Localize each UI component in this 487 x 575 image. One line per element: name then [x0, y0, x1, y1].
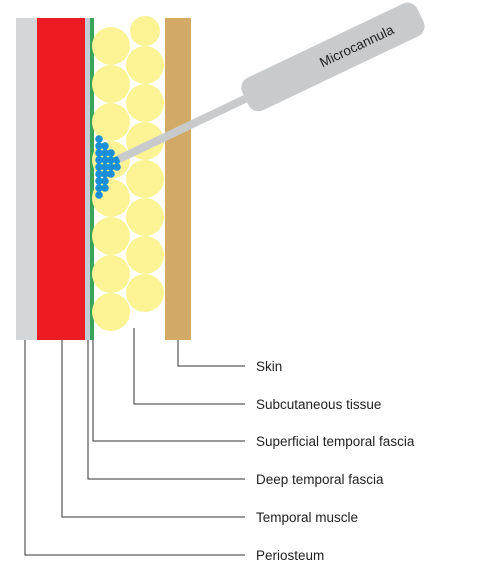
- leader-line-periosteum: [24, 340, 245, 556]
- fat-lobule: [126, 84, 164, 122]
- fat-lobule: [92, 65, 130, 103]
- deep-temporal-fascia-layer: [85, 18, 90, 340]
- fat-lobule: [92, 293, 130, 331]
- microcannula-shaft: [117, 95, 248, 163]
- fat-lobule: [92, 103, 130, 141]
- label-subcutaneous-tissue: Subcutaneous tissue: [256, 397, 381, 412]
- filler-droplet: [107, 163, 115, 171]
- filler-droplet: [95, 156, 103, 164]
- subcutaneous-fat-lobules: [92, 16, 164, 331]
- leader-line-skin: [177, 340, 245, 367]
- fat-lobule: [126, 274, 164, 312]
- temporal-muscle-layer: [37, 18, 85, 340]
- injected-filler-droplets: [95, 135, 121, 199]
- fat-lobule: [126, 198, 164, 236]
- label-skin: Skin: [256, 359, 282, 374]
- fat-lobule: [126, 236, 164, 274]
- filler-droplet: [95, 170, 103, 178]
- filler-droplet: [113, 163, 121, 171]
- filler-droplet: [95, 135, 103, 143]
- filler-droplet: [107, 156, 115, 164]
- filler-droplet: [101, 170, 109, 178]
- superficial-temporal-fascia-layer: [90, 18, 94, 340]
- fat-lobule: [92, 217, 130, 255]
- microcannula-hub: [241, 2, 425, 112]
- leader-line-superficial-fascia: [92, 340, 245, 442]
- filler-droplet: [101, 142, 109, 150]
- filler-droplet: [95, 163, 103, 171]
- filler-droplet: [95, 177, 103, 185]
- label-deep-temporal-fascia: Deep temporal fascia: [256, 472, 384, 487]
- filler-droplet: [95, 191, 103, 199]
- fat-lobule: [92, 255, 130, 293]
- filler-droplet: [101, 163, 109, 171]
- fat-lobule: [92, 27, 130, 65]
- filler-droplet: [95, 142, 103, 150]
- filler-droplet: [107, 149, 115, 157]
- leader-line-temporal-muscle: [61, 340, 245, 518]
- label-periosteum: Periosteum: [256, 548, 324, 563]
- filler-droplet: [107, 170, 115, 178]
- filler-droplet: [101, 177, 109, 185]
- filler-droplet: [95, 184, 103, 192]
- skin-layer: [165, 18, 191, 340]
- label-superficial-temporal-fascia: Superficial temporal fascia: [256, 434, 415, 449]
- filler-droplet: [101, 184, 109, 192]
- filler-droplet: [95, 149, 103, 157]
- label-temporal-muscle: Temporal muscle: [256, 510, 358, 525]
- fat-lobule: [126, 46, 164, 84]
- filler-droplet: [101, 156, 109, 164]
- filler-droplet: [101, 149, 109, 157]
- fat-lobule: [130, 16, 160, 46]
- fat-lobule: [126, 160, 164, 198]
- periosteum-layer: [16, 18, 37, 340]
- leader-line-subcutaneous: [133, 328, 245, 405]
- leader-line-deep-fascia: [87, 340, 245, 480]
